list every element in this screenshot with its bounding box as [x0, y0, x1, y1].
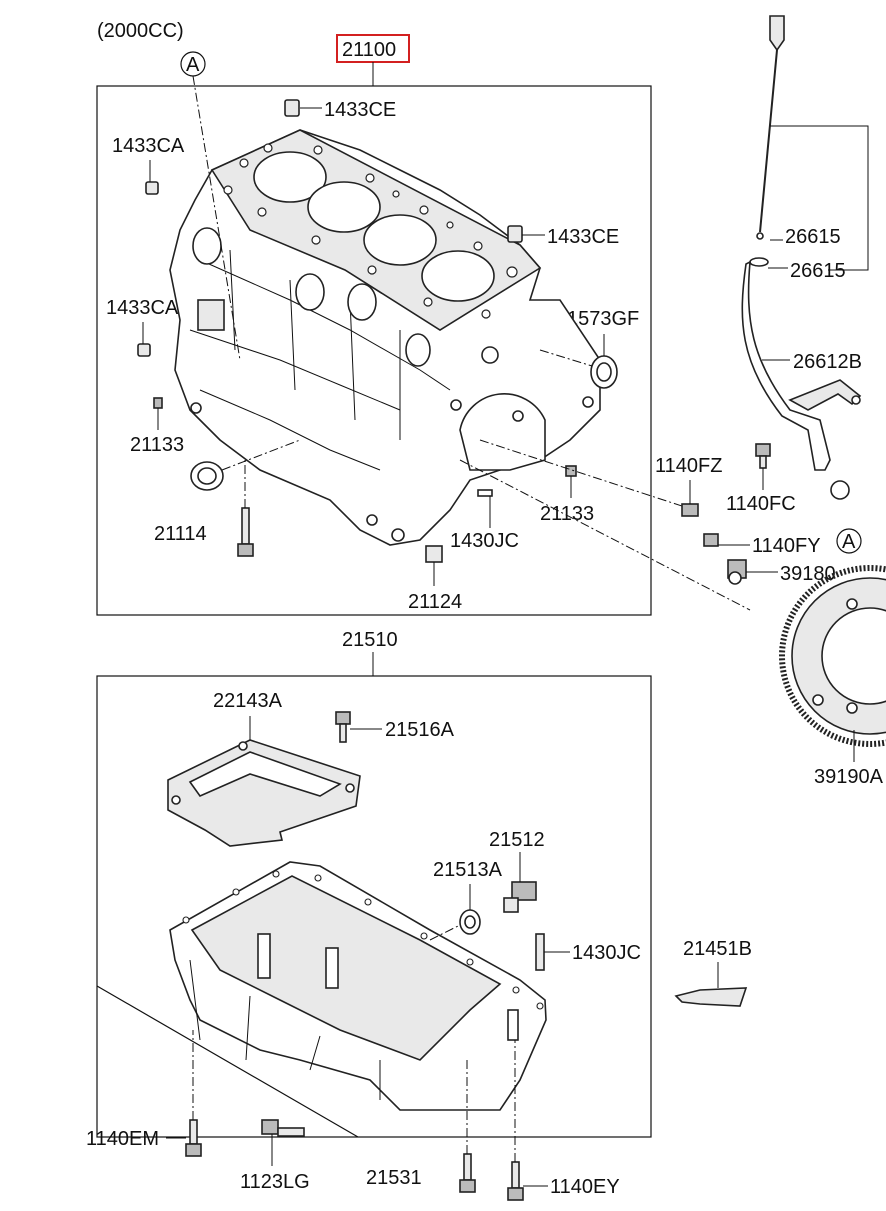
- pan-gasket-22143a: [167, 716, 361, 847]
- part-number-1433ce-right[interactable]: 1433CE: [547, 226, 619, 248]
- seal-1573gf: [539, 334, 618, 389]
- part-number-21133-left[interactable]: 21133: [130, 434, 184, 456]
- plug-1433ce-top: [284, 99, 322, 117]
- part-number-1433ca-top[interactable]: 1433CA: [112, 135, 185, 157]
- bolt-1140em: [166, 1030, 202, 1157]
- bolt-1140fz: [681, 480, 699, 517]
- bolt-21531: [459, 1060, 476, 1193]
- part-number-21124[interactable]: 21124: [408, 591, 462, 613]
- plug-1433ce-right: [507, 225, 545, 243]
- variant-label: (2000CC): [97, 20, 184, 42]
- svg-text:A: A: [842, 531, 856, 553]
- part-number-1123lg[interactable]: 1123LG: [240, 1171, 310, 1193]
- part-number-1430jc-block[interactable]: 1430JC: [450, 530, 519, 552]
- washer-21513a: [429, 884, 481, 941]
- part-number-21512[interactable]: 21512: [489, 829, 545, 851]
- block-group-frame: [96, 85, 652, 616]
- part-number-1573gf[interactable]: 1573GF: [567, 308, 639, 330]
- part-number-1430jc-pan[interactable]: 1430JC: [572, 942, 641, 964]
- part-number-26612b[interactable]: 26612B: [793, 351, 862, 373]
- bolt-1123lg: [261, 1119, 305, 1166]
- pin-21133-right: [565, 465, 577, 498]
- sensor-39180: [727, 559, 778, 585]
- bolt-1140ey: [507, 1040, 548, 1201]
- part-number-22143a[interactable]: 22143A: [213, 690, 283, 712]
- ref-a-callout-right: A: [836, 528, 862, 554]
- pin-1430jc-pan: [535, 933, 570, 971]
- dowel-21124: [425, 545, 443, 586]
- oil-pan-21510: [169, 861, 547, 1111]
- plug-1433ca-top: [145, 160, 159, 195]
- part-number-26615-b[interactable]: 26615: [790, 260, 846, 282]
- part-number-21531[interactable]: 21531: [366, 1167, 422, 1189]
- part-number-21133-right[interactable]: 21133: [540, 503, 594, 525]
- part-number-21516a[interactable]: 21516A: [385, 719, 455, 741]
- bolt-21114: [237, 460, 254, 557]
- pan-part-number[interactable]: 21510: [342, 629, 398, 651]
- part-number-1140fz[interactable]: 1140FZ: [655, 455, 722, 477]
- cylinder-block-drawing: [169, 129, 601, 546]
- svg-text:A: A: [186, 54, 200, 76]
- plug-1433ca-left: [137, 322, 151, 357]
- pin-1430jc-block: [477, 489, 493, 528]
- ref-a-callout-top: A: [180, 51, 206, 77]
- part-number-1140em[interactable]: 1140EM: [86, 1128, 159, 1150]
- part-number-1140fy[interactable]: 1140FY: [752, 535, 821, 557]
- part-number-21114[interactable]: 21114: [154, 523, 207, 545]
- bolt-21516a: [335, 711, 382, 743]
- part-number-1433ce-top[interactable]: 1433CE: [324, 99, 396, 121]
- part-number-21451b[interactable]: 21451B: [683, 938, 752, 960]
- part-number-39190a[interactable]: 39190A: [814, 766, 884, 788]
- part-number-1140fc[interactable]: 1140FC: [726, 493, 796, 515]
- part-number-21513a[interactable]: 21513A: [433, 859, 503, 881]
- part-number-1433ca-left[interactable]: 1433CA: [106, 297, 179, 319]
- drain-plug-21512: [503, 852, 537, 913]
- pin-21133-left: [153, 397, 163, 430]
- tone-wheel-39190a: [779, 565, 886, 762]
- bolt-1140fc: [755, 443, 771, 490]
- dipstick-assembly: [741, 15, 869, 500]
- block-part-number[interactable]: 21100: [342, 39, 396, 61]
- bolt-1140fy: [703, 533, 750, 547]
- part-number-26615-a[interactable]: 26615: [785, 226, 841, 248]
- sealant-tube-21451b: [674, 962, 748, 1007]
- pan-group-frame: [96, 675, 652, 1138]
- seal-front-crank: [190, 439, 301, 491]
- part-number-1140ey[interactable]: 1140EY: [550, 1176, 620, 1198]
